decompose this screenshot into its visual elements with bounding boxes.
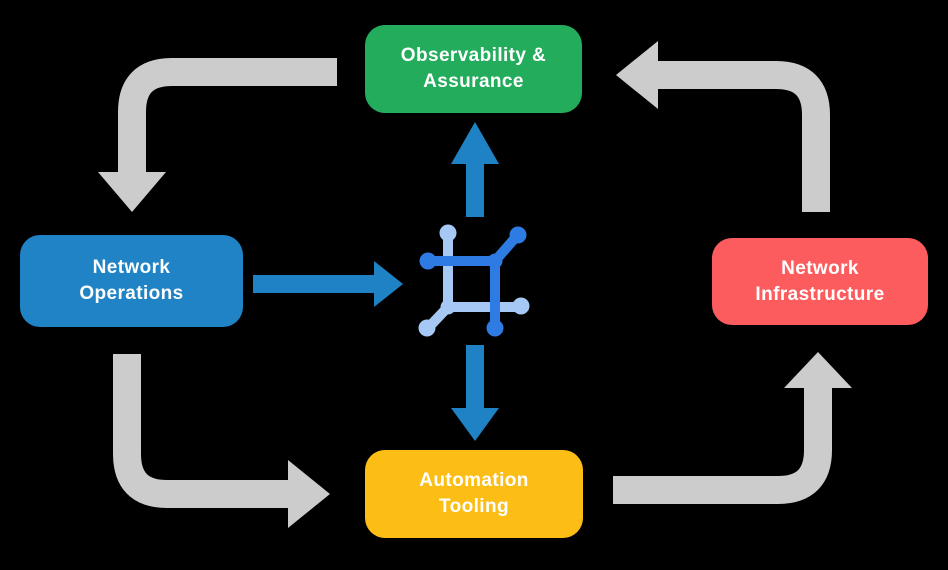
node-network-operations: Network Operations — [20, 235, 243, 327]
arrow-observability-to-operations — [98, 58, 337, 212]
node-automation-tooling-label: Automation Tooling — [419, 470, 529, 517]
node-network-operations-label: Network Operations — [79, 257, 184, 304]
node-observability-assurance: Observability & Assurance — [365, 25, 582, 113]
arrow-shaft — [655, 61, 830, 212]
arrow-shaft — [118, 58, 337, 176]
node-observability-assurance-label: Observability & Assurance — [400, 45, 547, 92]
arrow-head — [784, 352, 852, 388]
node-automation-tooling: Automation Tooling — [365, 450, 583, 538]
arrow-infrastructure-to-observability — [616, 41, 830, 212]
arrow-shaft — [613, 387, 832, 504]
arrow-hub-to-tooling — [451, 345, 499, 441]
node-network-infrastructure-label: Network Infrastructure — [755, 257, 885, 305]
network-mesh-icon-dark-dots — [419, 226, 527, 337]
arrow-head — [451, 408, 499, 441]
arrow-head — [451, 122, 499, 164]
arrow-tooling-to-infrastructure — [613, 352, 852, 504]
node-network-infrastructure: Network Infrastructure — [712, 238, 928, 325]
arrow-head — [374, 261, 403, 307]
network-mesh-icon — [418, 224, 530, 337]
arrow-head — [616, 41, 658, 109]
arrow-operations-to-hub — [253, 261, 403, 307]
arrow-head — [288, 460, 330, 528]
arrow-shaft — [113, 354, 291, 508]
arrow-operations-to-tooling — [113, 354, 330, 528]
arrow-head — [98, 172, 166, 212]
network-mesh-icon-light-dots — [418, 224, 530, 337]
arrow-hub-to-observability — [451, 122, 499, 217]
